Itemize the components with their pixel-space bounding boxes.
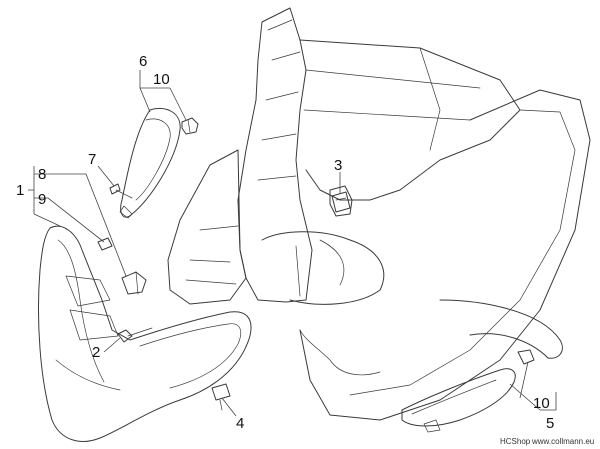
callout-8: 8 [38, 166, 46, 183]
watermark: HCShop www.collmann.eu [500, 437, 594, 446]
lower-side-indicator [401, 368, 516, 433]
callout-9: 9 [38, 191, 46, 208]
screw-part-2 [117, 327, 153, 343]
callout-2: 2 [92, 344, 100, 361]
bolt-part-4 [211, 383, 231, 411]
headlight-assembly [38, 225, 252, 442]
indicator-bulb-top [181, 117, 199, 135]
callout-3: 3 [334, 157, 342, 174]
watermark-site: www.collmann.eu [531, 437, 594, 446]
callout-5: 5 [546, 415, 554, 432]
headlight-bulb [121, 271, 147, 295]
watermark-brand: HCShop [500, 437, 531, 446]
screw-part-7 [109, 183, 133, 199]
upper-indicator-lens [119, 107, 181, 219]
callout-7: 7 [88, 151, 96, 168]
callout-6: 6 [139, 53, 147, 70]
callout-1: 1 [16, 182, 24, 199]
indicator-bulb-bottom [517, 349, 535, 365]
leader-lines [28, 70, 557, 417]
callout-10-top: 10 [153, 71, 170, 88]
clip-part-3 [331, 191, 351, 213]
screw-part-8 [97, 237, 113, 251]
callout-10-bottom: 10 [533, 395, 550, 412]
callout-numbers: 6 10 7 3 8 1 9 2 4 10 5 [16, 53, 554, 432]
callout-4: 4 [236, 415, 244, 432]
scooter-frame [167, 7, 591, 421]
